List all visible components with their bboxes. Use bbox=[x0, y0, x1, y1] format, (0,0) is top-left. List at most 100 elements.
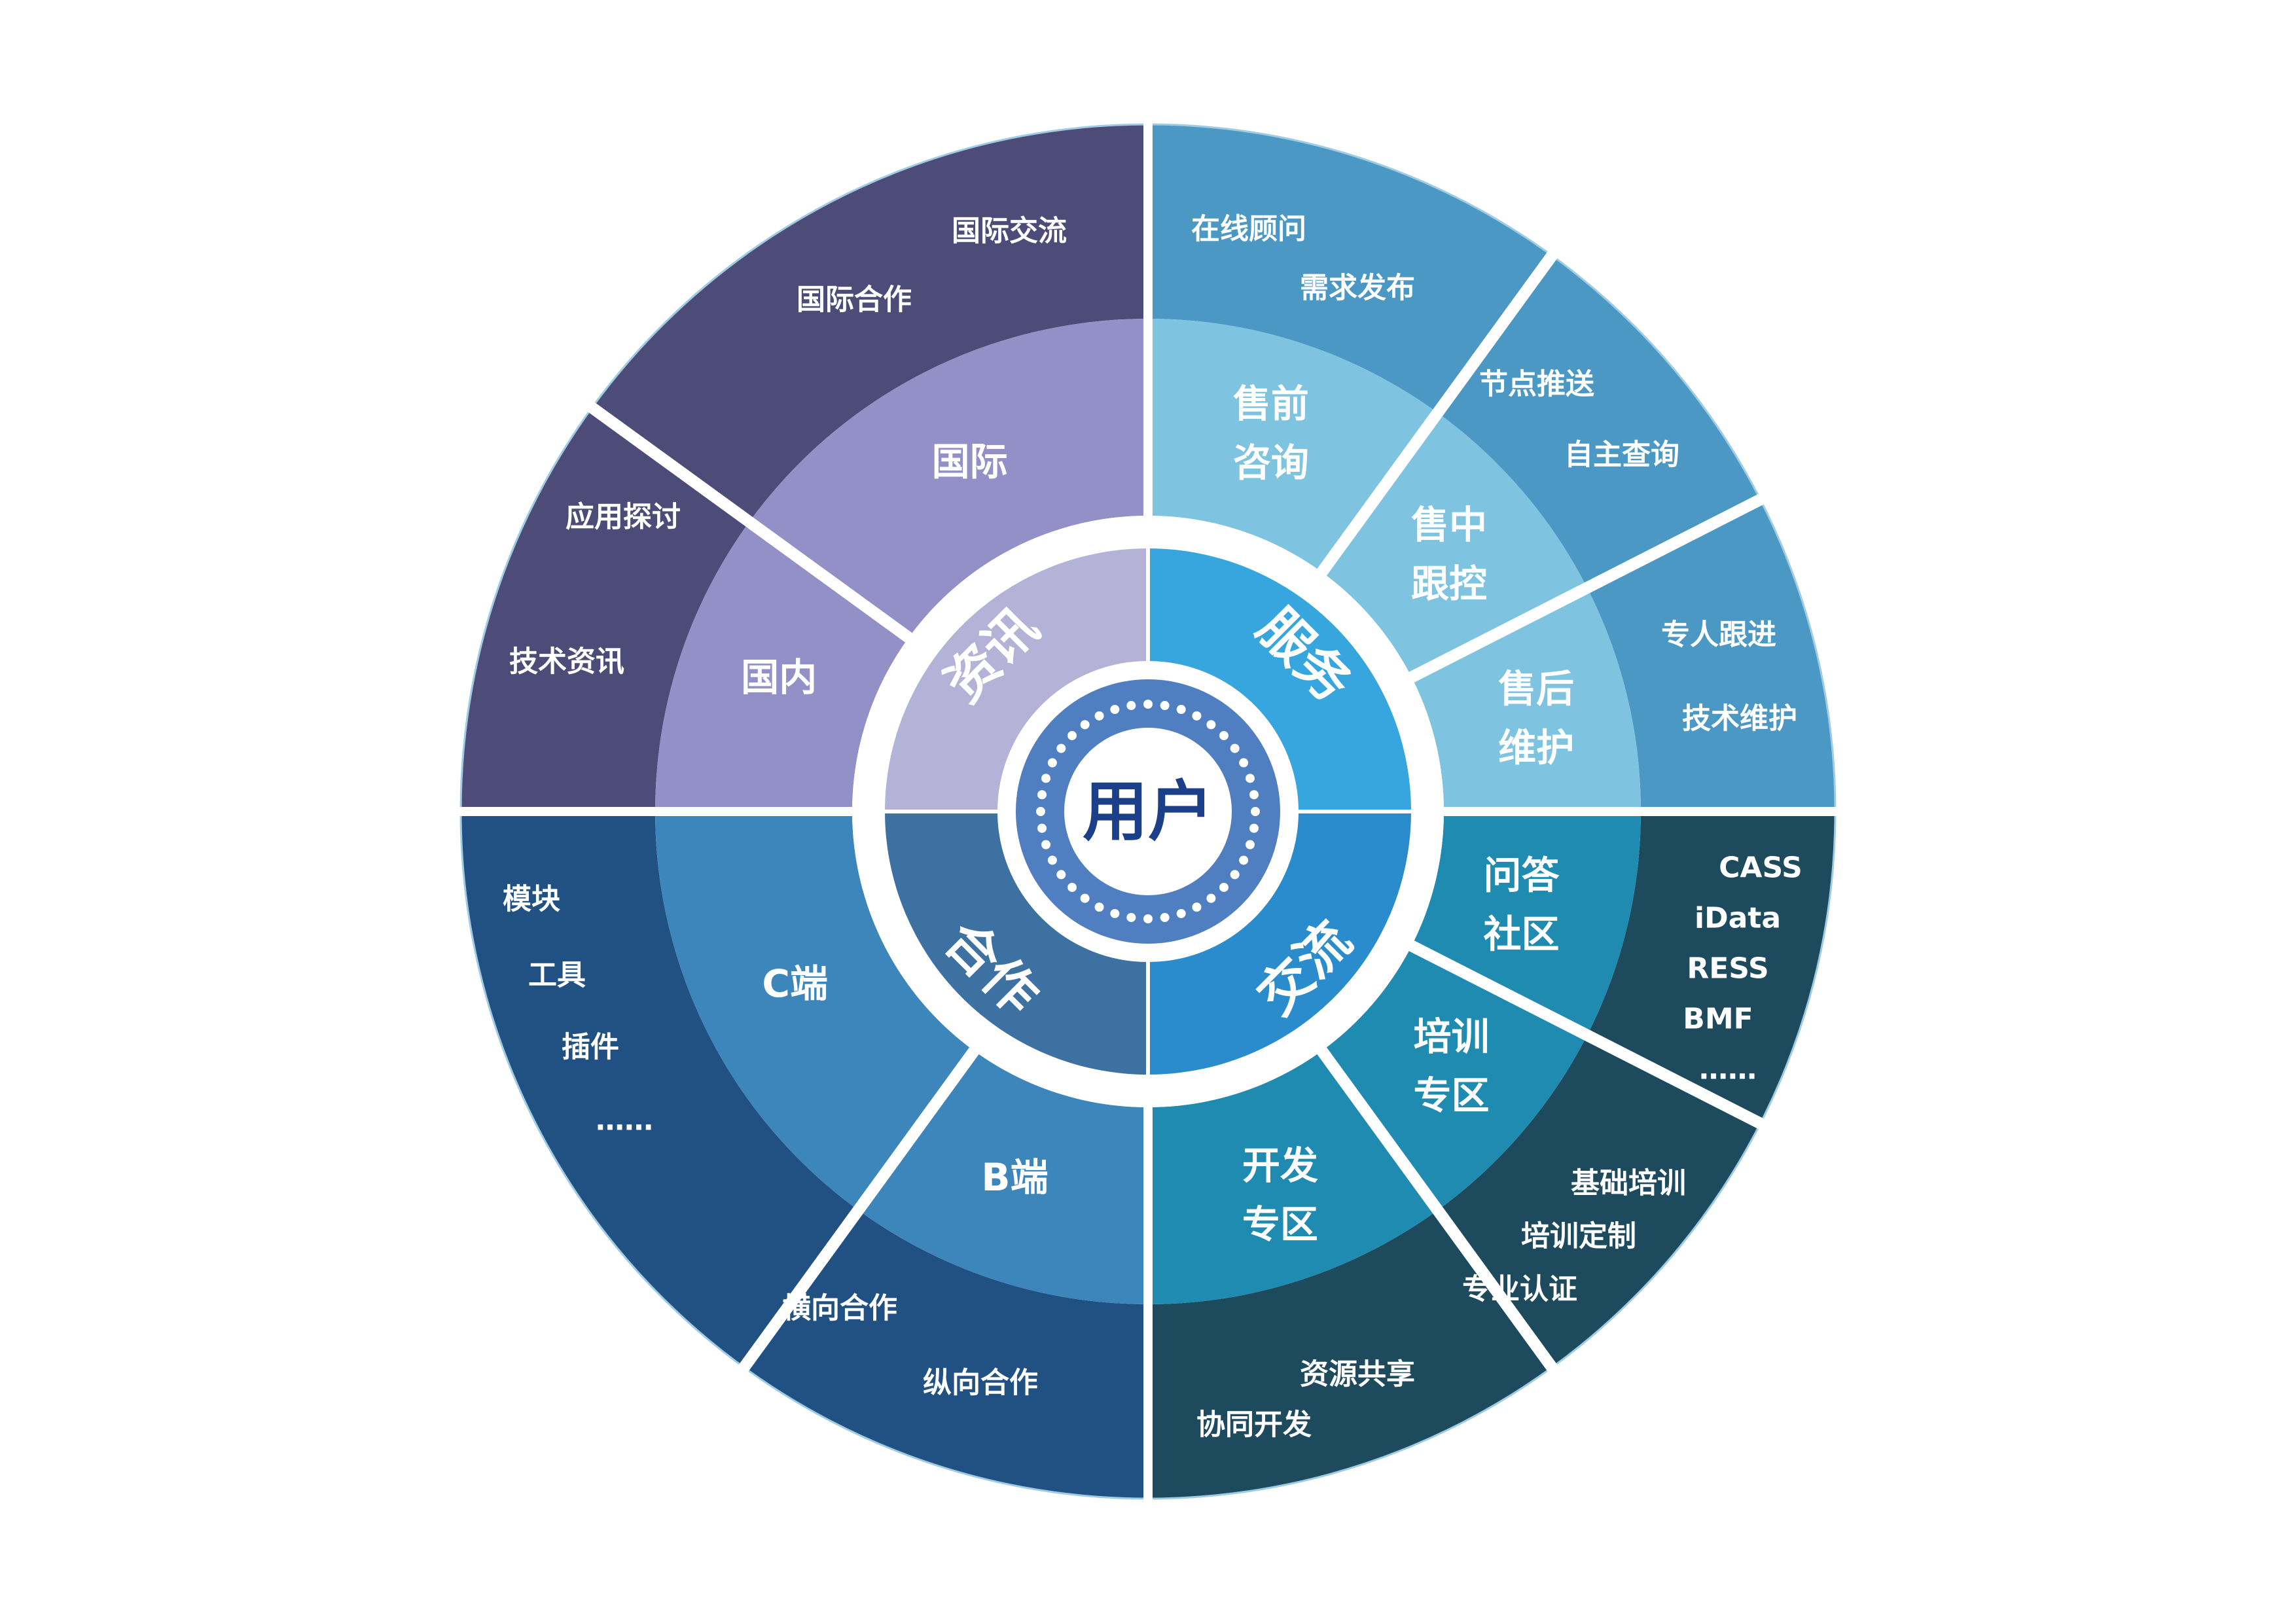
outer-segment-international bbox=[592, 124, 1148, 522]
hub-dot bbox=[1143, 914, 1153, 923]
hub-dot bbox=[1245, 840, 1255, 849]
mid-label-dev: 专区 bbox=[1242, 1202, 1318, 1247]
hub-dot bbox=[1249, 790, 1259, 800]
outer-item-training: 基础培训 bbox=[1571, 1167, 1686, 1200]
hub-dot bbox=[1206, 720, 1216, 730]
mid-label-domestic: 国内 bbox=[741, 655, 817, 700]
outer-item-c-end: 插件 bbox=[562, 1031, 619, 1064]
mid-label-qa: 社区 bbox=[1484, 912, 1560, 956]
hub-dot bbox=[1206, 893, 1216, 903]
center-core bbox=[1064, 728, 1232, 895]
center-label: 用户 bbox=[1083, 774, 1213, 850]
outer-item-c-end: …… bbox=[596, 1104, 653, 1137]
hub-dot bbox=[1176, 908, 1186, 918]
outer-item-domestic: 技术资讯 bbox=[509, 645, 624, 679]
outer-item-presale: 需求发布 bbox=[1300, 272, 1415, 305]
inner-segment-service bbox=[1148, 548, 1411, 812]
hub-dot bbox=[1126, 701, 1136, 711]
hub-dot bbox=[1192, 711, 1202, 721]
outer-segment-presale bbox=[1148, 124, 1552, 413]
outer-item-c-end: 模块 bbox=[503, 883, 560, 916]
hub-dot bbox=[1249, 823, 1259, 833]
outer-item-qa: BMF bbox=[1683, 1003, 1753, 1036]
mid-segment-qa bbox=[1411, 812, 1641, 1035]
outer-segment-dev bbox=[1148, 1210, 1552, 1499]
separator-line bbox=[1313, 1042, 1558, 1373]
outer-item-presale: 在线顾问 bbox=[1191, 213, 1306, 246]
hub-dot bbox=[1036, 807, 1045, 816]
outer-segment-qa bbox=[1587, 812, 1835, 1124]
inner-segment-information bbox=[885, 548, 1148, 812]
center-dotted-ring bbox=[1036, 700, 1260, 923]
separators bbox=[458, 122, 1838, 1501]
mid-label-aftersale: 售后 bbox=[1498, 667, 1574, 711]
outer-item-international: 国际合作 bbox=[797, 283, 912, 317]
outer-segment-aftersale bbox=[1587, 499, 1835, 812]
mid-label-training: 专区 bbox=[1413, 1073, 1489, 1118]
outer-item-qa: CASS bbox=[1719, 851, 1803, 885]
mid-label-insale: 跟控 bbox=[1411, 562, 1487, 606]
hub-dot bbox=[1037, 790, 1047, 800]
separator-line bbox=[586, 401, 918, 647]
mid-label-c-end: C端 bbox=[762, 961, 828, 1006]
inner-segment-cooperation bbox=[885, 812, 1148, 1075]
hub-dot bbox=[1094, 711, 1104, 721]
outer-item-aftersale: 技术维护 bbox=[1682, 702, 1797, 736]
outer-segment-b-end bbox=[744, 1210, 1148, 1499]
mid-label-insale: 售中 bbox=[1411, 503, 1487, 547]
hub-dot bbox=[1037, 823, 1047, 833]
mid-label-presale: 咨询 bbox=[1233, 440, 1309, 485]
hub-dot bbox=[1160, 912, 1170, 922]
hub-dot bbox=[1219, 731, 1229, 741]
outer-item-aftersale: 专人跟进 bbox=[1661, 618, 1776, 652]
mid-label-aftersale: 维护 bbox=[1498, 726, 1574, 770]
separator-line bbox=[738, 1042, 983, 1373]
outer-item-insale: 节点推送 bbox=[1479, 368, 1594, 401]
hub-dot bbox=[1239, 758, 1249, 768]
outer-ring: 在线顾问需求发布节点推送自主查询专人跟进技术维护CASSiDataRESSBMF… bbox=[459, 123, 1837, 1500]
hub-dot bbox=[1047, 758, 1057, 768]
hub-dot bbox=[1110, 705, 1120, 715]
outer-item-b-end: 纵向合作 bbox=[923, 1366, 1038, 1400]
hub-dot bbox=[1067, 731, 1077, 741]
mid-label-b-end: B端 bbox=[981, 1155, 1048, 1200]
outer-segment-c-end bbox=[461, 812, 859, 1368]
mid-segment-international bbox=[749, 319, 1148, 638]
outer-item-dev: 资源共享 bbox=[1300, 1358, 1415, 1391]
outer-segment-domestic bbox=[461, 407, 749, 812]
hub-dot bbox=[1239, 855, 1249, 865]
hub-dot bbox=[1251, 807, 1260, 816]
hub-dot bbox=[1041, 774, 1051, 783]
hub-dot bbox=[1245, 774, 1255, 783]
hub-dot bbox=[1230, 743, 1240, 753]
mid-segment-c-end bbox=[655, 812, 975, 1211]
mid-label-qa: 问答 bbox=[1484, 853, 1560, 897]
hub-dot bbox=[1176, 705, 1186, 715]
separator-line bbox=[1313, 250, 1558, 581]
hub-dot bbox=[1080, 720, 1090, 730]
outer-item-qa: RESS bbox=[1687, 952, 1768, 986]
hub-dot bbox=[1160, 701, 1170, 711]
outer-item-training: 培训定制 bbox=[1521, 1220, 1636, 1253]
hub-dot bbox=[1192, 902, 1202, 912]
separator-line bbox=[1403, 493, 1766, 686]
mid-segment-aftersale bbox=[1411, 588, 1641, 812]
outer-segment-training bbox=[1437, 1035, 1761, 1368]
hub-dot bbox=[1067, 882, 1077, 892]
inner-segment-exchange bbox=[1148, 812, 1411, 1075]
hub-dot bbox=[1143, 700, 1153, 709]
center-hub: 用户 bbox=[997, 661, 1299, 962]
hub-dot bbox=[1056, 870, 1066, 880]
hub-dot bbox=[1126, 912, 1136, 922]
outer-item-qa: …… bbox=[1699, 1053, 1757, 1086]
outer-item-international: 国际交流 bbox=[952, 215, 1067, 248]
hub-dot bbox=[1110, 908, 1120, 918]
hub-dot bbox=[1230, 870, 1240, 880]
hub-dot bbox=[1080, 893, 1090, 903]
separator-line bbox=[1403, 937, 1766, 1130]
outer-item-c-end: 工具 bbox=[528, 959, 586, 992]
mid-label-presale: 售前 bbox=[1233, 382, 1309, 426]
